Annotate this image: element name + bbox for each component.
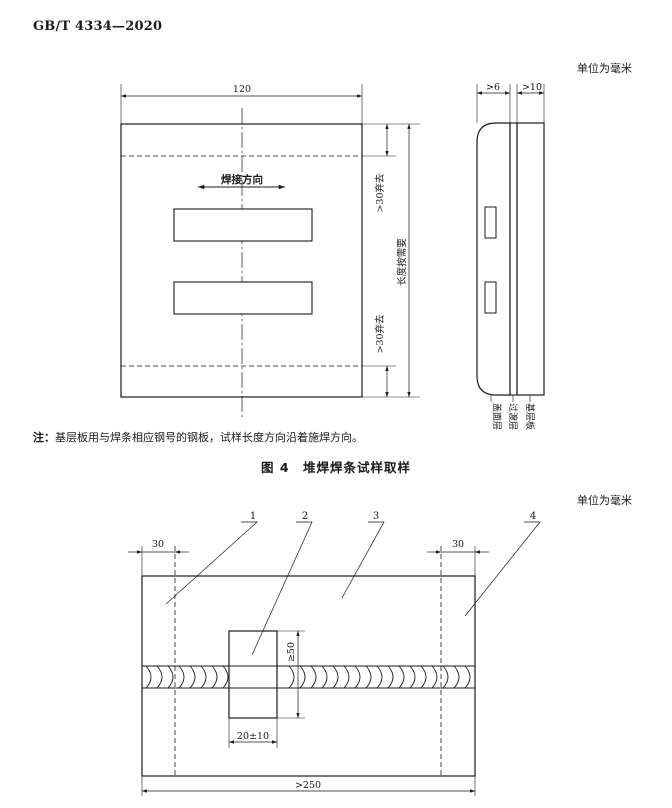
length-as-required-label: 长度按需要 xyxy=(396,238,408,286)
dim-length-250: >250 xyxy=(295,780,321,791)
transition-layer xyxy=(509,122,518,396)
unit-label-figure4: 单位为毫米 xyxy=(577,62,632,75)
label-base-plate: 基层板 xyxy=(524,403,536,430)
unit-label-figure5: 单位为毫米 xyxy=(577,494,632,507)
plate-outline-fig5 xyxy=(141,575,476,777)
specimen-rect xyxy=(228,630,278,719)
figure4-plate xyxy=(120,84,420,418)
callout-3: 3 xyxy=(373,511,379,522)
dim-base-10: >10 xyxy=(522,82,542,93)
weld-bead-ripples xyxy=(145,665,471,689)
callout-2: 2 xyxy=(302,511,308,522)
discard-top-label: >30弃去 xyxy=(374,173,386,213)
callout-4: 4 xyxy=(530,511,536,522)
figure4-side-view xyxy=(476,84,545,402)
figure4-caption: 图 4 堆焊焊条试样取样 xyxy=(260,460,412,475)
dim-width-120: 120 xyxy=(233,84,251,95)
discard-bottom-label: >30弃去 xyxy=(374,314,386,354)
dim-surface-6: >6 xyxy=(486,82,500,93)
base-plate xyxy=(516,122,545,396)
standard-code-header: GB/T 4334—2020 xyxy=(33,19,163,34)
figure4-note: 注：基层板用与焊条相应钢号的钢板，试样长度方向沿着施焊方向。 xyxy=(33,429,363,445)
welding-direction-label: 焊接方向 xyxy=(221,173,263,186)
note-prefix: 注： xyxy=(33,431,55,444)
surface-layer xyxy=(476,122,511,396)
plate-outline xyxy=(120,123,363,398)
dim-right-30: 30 xyxy=(452,539,464,550)
note-text: 基层板用与焊条相应钢号的钢板，试样长度方向沿着施焊方向。 xyxy=(55,431,363,444)
figure5-plate xyxy=(128,521,541,796)
specimen-slot-top xyxy=(173,208,313,242)
dim-left-30: 30 xyxy=(152,539,164,550)
dim-height-50: ≥50 xyxy=(286,642,297,662)
dim-width-20: 20±10 xyxy=(237,731,269,742)
specimen-slot-bottom xyxy=(173,281,313,315)
label-transition-layer: 过渡层 xyxy=(507,403,519,430)
callout-1: 1 xyxy=(250,511,256,522)
label-surface-layer: 盖面层 xyxy=(491,403,503,430)
